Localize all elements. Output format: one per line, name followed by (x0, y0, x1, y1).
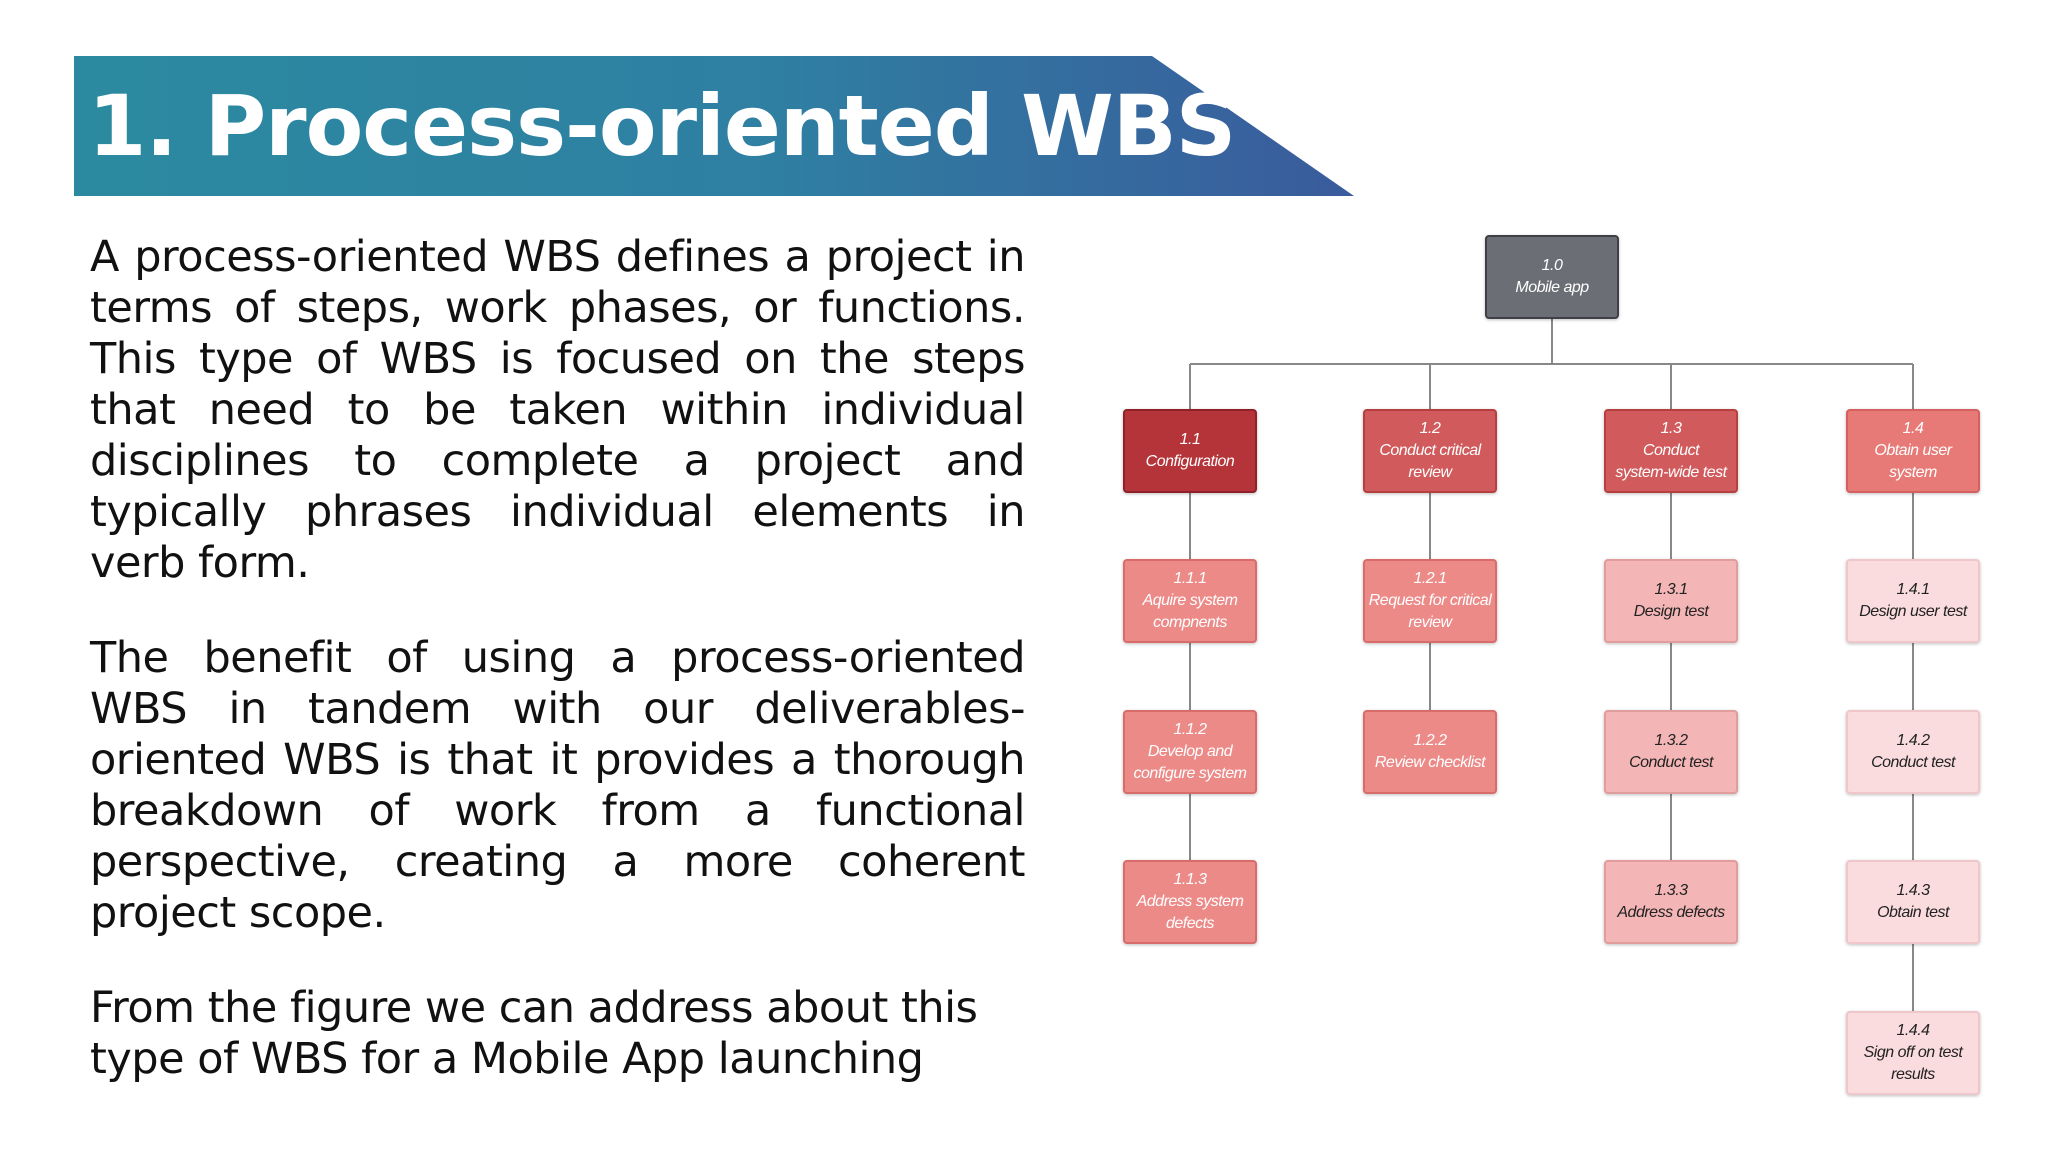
node-label: Review checklist (1374, 754, 1486, 771)
title-banner: 1. Process-oriented WBS (74, 56, 1354, 196)
paragraph-figure-note: From the figure we can address about thi… (90, 983, 978, 1084)
node-label: Mobile app (1515, 279, 1589, 296)
node-number: 1.3 (1660, 420, 1682, 437)
node-number: 1.2.2 (1413, 732, 1447, 749)
node-number: 1.2.1 (1413, 570, 1447, 587)
node-number: 1.4.2 (1896, 732, 1930, 749)
node-number: 1.3.2 (1654, 732, 1688, 749)
node-number: 1.4 (1902, 420, 1924, 437)
node-number: 1.4.3 (1896, 882, 1930, 899)
wbs-connectors (1189, 319, 1914, 1011)
node-label: Develop and configure system (1133, 743, 1247, 782)
node-label: Design test (1633, 603, 1709, 620)
node-label: Conduct test (1871, 754, 1955, 771)
node-number: 1.1.1 (1173, 570, 1207, 587)
node-number: 1.3.3 (1654, 882, 1688, 899)
node-label: Address defects (1617, 904, 1725, 921)
body-text: A process-oriented WBS defines a project… (90, 232, 1026, 1129)
node-number: 1.1.3 (1173, 871, 1207, 888)
node-label: Conduct critical review (1379, 442, 1481, 481)
node-label: Obtain user system (1874, 442, 1952, 481)
node-number: 1.1.2 (1173, 721, 1207, 738)
node-number: 1.4.1 (1896, 581, 1930, 598)
banner-shape (74, 56, 1354, 196)
node-label: Obtain test (1877, 904, 1949, 921)
node-number: 1.2 (1419, 420, 1441, 437)
node-number: 1.1 (1179, 431, 1201, 448)
node-label: Address system defects (1136, 893, 1244, 932)
node-label: Configuration (1145, 453, 1235, 470)
node-label: Aquire system compnents (1142, 592, 1238, 631)
node-label: Conduct test (1629, 754, 1713, 771)
node-label: Conduct system-wide test (1615, 442, 1727, 481)
slide-title: 1. Process-oriented WBS (88, 77, 1236, 175)
node-number: 1.4.4 (1896, 1022, 1930, 1039)
node-label: Request for critical review (1368, 592, 1492, 631)
paragraph-definition: A process-oriented WBS defines a project… (90, 232, 1026, 588)
node-number: 1.0 (1541, 257, 1563, 274)
node-number: 1.3.1 (1654, 581, 1688, 598)
node-label: Design user test (1859, 603, 1967, 620)
paragraph-benefit: The benefit of using a process-oriented … (90, 633, 1026, 938)
node-label: Sign off on test results (1863, 1044, 1963, 1083)
